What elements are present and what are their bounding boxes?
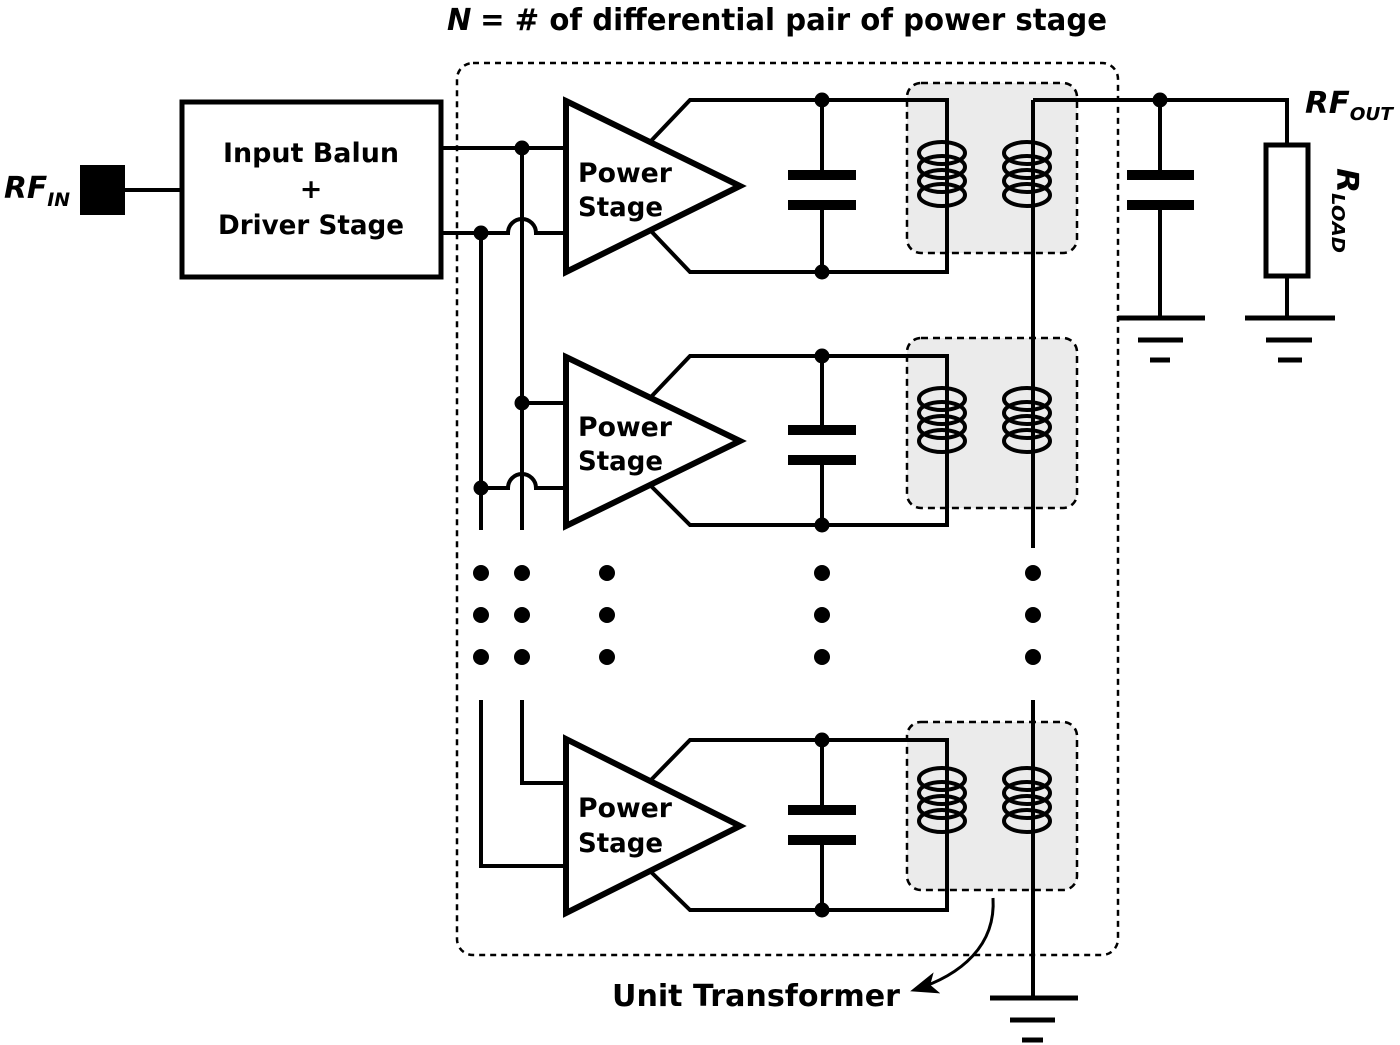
ellipsis-dot [514, 649, 530, 665]
power-stage-amplifier-2 [563, 352, 747, 531]
junction-dot [514, 140, 530, 156]
junction-dot [473, 480, 489, 496]
wire-stage3-output-loop [648, 738, 949, 912]
power-stage-2-line1: Power [578, 412, 673, 443]
rf-in-port [80, 165, 125, 215]
ground-symbol-load [1245, 315, 1335, 363]
power-stage-1: Power Stage [563, 92, 1052, 280]
ground-line [990, 995, 1078, 1043]
title-variable: N [447, 3, 471, 38]
ellipsis-dot [599, 649, 615, 665]
ellipsis-dot [814, 565, 830, 581]
junction-dot [814, 264, 830, 280]
ellipsis-dot [514, 607, 530, 623]
rf-out-label: RFOUT [1305, 86, 1395, 125]
ellipsis-dot [1025, 565, 1041, 581]
wire-stage1-input-negative [441, 217, 566, 235]
input-block-line1: Input Balun [223, 138, 399, 169]
power-stage-3: Power Stage [563, 732, 1052, 918]
power-stage-3-line1: Power [578, 793, 673, 824]
ellipsis-dot [473, 565, 489, 581]
load-resistor [1263, 142, 1311, 279]
ellipsis-dot [599, 607, 615, 623]
capacitor-2 [788, 425, 856, 465]
ellipsis-dot [599, 565, 615, 581]
rf-in-label-main: RF [4, 171, 48, 206]
junction-dot [473, 225, 489, 241]
ellipsis-dot [473, 649, 489, 665]
junction-dot [514, 395, 530, 411]
rf-in-label: RFIN [4, 171, 70, 211]
junction-dot [814, 517, 830, 533]
wire-rf-out [1033, 98, 1289, 145]
power-stage-2: Power Stage [563, 348, 1052, 533]
rf-in-label-sub: IN [47, 189, 70, 211]
capacitor-1 [788, 170, 856, 210]
r-load-label: RLOAD [1327, 168, 1364, 253]
unit-transformer-label: Unit Transformer [612, 979, 900, 1014]
input-block-line3: Driver Stage [218, 210, 404, 241]
capacitor-3 [788, 805, 856, 845]
ground-line [1118, 315, 1205, 363]
ellipsis-dot [473, 607, 489, 623]
r-load-label-main: R [1329, 168, 1364, 193]
ellipsis-dot [514, 565, 530, 581]
wire-stage3-input-negative [479, 700, 566, 868]
junction-dot [814, 92, 830, 108]
power-stage-3-line2: Stage [578, 828, 663, 859]
input-balun-driver-block [179, 99, 444, 280]
power-stage-array-boundary [455, 61, 1120, 957]
callout-arrow [910, 897, 995, 994]
wire-stage2-output-loop [648, 354, 949, 527]
power-stage-1-line2: Stage [578, 192, 663, 223]
power-stage-amplifier-3 [563, 734, 747, 918]
power-stage-amplifier-1 [563, 96, 747, 277]
ground-line [1245, 315, 1335, 363]
ground-symbol-output-cap [1118, 315, 1205, 363]
diagram-title: N = # of differential pair of power stage [447, 3, 1107, 38]
wire-stage2-input-negative [481, 472, 566, 490]
rf-out-label-sub: OUT [1350, 104, 1395, 125]
ellipsis-dot [1025, 607, 1041, 623]
power-stage-1-line1: Power [578, 158, 673, 189]
input-block-line2: + [300, 174, 323, 205]
ellipsis-dot [814, 649, 830, 665]
junction-dot [814, 732, 830, 748]
rf-out-label-main: RF [1305, 86, 1350, 121]
junction-dot [814, 902, 830, 918]
ellipsis-dot [1025, 649, 1041, 665]
wire-stage3-input-positive [520, 700, 566, 785]
title-text: = # of differential pair of power stage [480, 3, 1107, 38]
junction-dot [814, 348, 830, 364]
ellipsis-dots [473, 565, 1041, 665]
ground-symbol-secondary [990, 995, 1078, 1043]
power-stage-2-line2: Stage [578, 446, 663, 477]
output-capacitor [1127, 170, 1194, 210]
ellipsis-dot [814, 607, 830, 623]
r-load-label-sub: LOAD [1327, 193, 1348, 253]
